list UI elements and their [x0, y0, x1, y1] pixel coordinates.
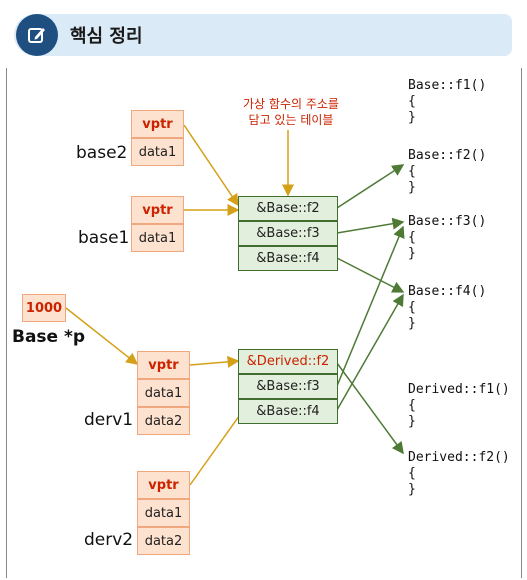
edit-icon: [16, 14, 58, 56]
derv2-data2: data2: [137, 527, 190, 555]
base-vtable-entry-f3: &Base::f3: [238, 221, 338, 246]
arrow-derived-f4: [336, 293, 404, 411]
arrow-base-f2: [336, 164, 405, 209]
derv1-vptr: vptr: [137, 351, 190, 379]
arrow-base-f4: [336, 257, 405, 293]
derv1-data2: data2: [137, 407, 190, 435]
page-title: 핵심 정리: [70, 26, 143, 47]
vtable-note-line2: 담고 있는 테이블: [248, 113, 334, 127]
pointer-value: 1000: [22, 294, 66, 322]
func-base-f2: Base::f2() { }: [408, 148, 487, 195]
arrow-derived-f3: [336, 225, 405, 387]
derv2-label: derv2: [84, 530, 134, 550]
base1-vptr: vptr: [131, 196, 184, 224]
content-panel: [6, 68, 522, 578]
arrow-base-f3: [336, 217, 405, 234]
vtable-note-line1: 가상 함수의 주소를: [243, 97, 339, 111]
func-base-f4: Base::f4() { }: [408, 284, 487, 331]
vtable-note: 가상 함수의 주소를 담고 있는 테이블: [221, 96, 361, 128]
base2-data1: data1: [131, 138, 184, 166]
derv2-vptr: vptr: [137, 471, 190, 499]
derv1-data1: data1: [137, 379, 190, 407]
func-base-f1: Base::f1() { }: [408, 78, 487, 125]
base1-data1: data1: [131, 224, 184, 252]
base1-label: base1: [78, 228, 130, 248]
header-bar: [14, 14, 512, 56]
pointer-label: Base *p: [12, 327, 86, 347]
derv1-label: derv1: [84, 410, 134, 430]
derived-vtable-entry-f3: &Base::f3: [238, 374, 338, 399]
arrow-pointer: [65, 307, 139, 365]
base2-label: base2: [76, 143, 128, 163]
derived-vtable-entry-f2: &Derived::f2: [238, 349, 338, 374]
func-derived-f1: Derived::f1() { }: [408, 382, 510, 429]
arrow-base2-vptr: [183, 124, 239, 207]
base-vtable-entry-f2: &Base::f2: [238, 196, 338, 221]
arrow-derived-f2: [336, 362, 404, 455]
derv2-data1: data1: [137, 499, 190, 527]
derived-vtable-entry-f4: &Base::f4: [238, 399, 338, 424]
base-vtable-entry-f4: &Base::f4: [238, 246, 338, 271]
base2-vptr: vptr: [131, 110, 184, 138]
func-base-f3: Base::f3() { }: [408, 214, 487, 261]
arrow-derv1-vptr: [189, 355, 240, 368]
func-derived-f2: Derived::f2() { }: [408, 450, 510, 497]
